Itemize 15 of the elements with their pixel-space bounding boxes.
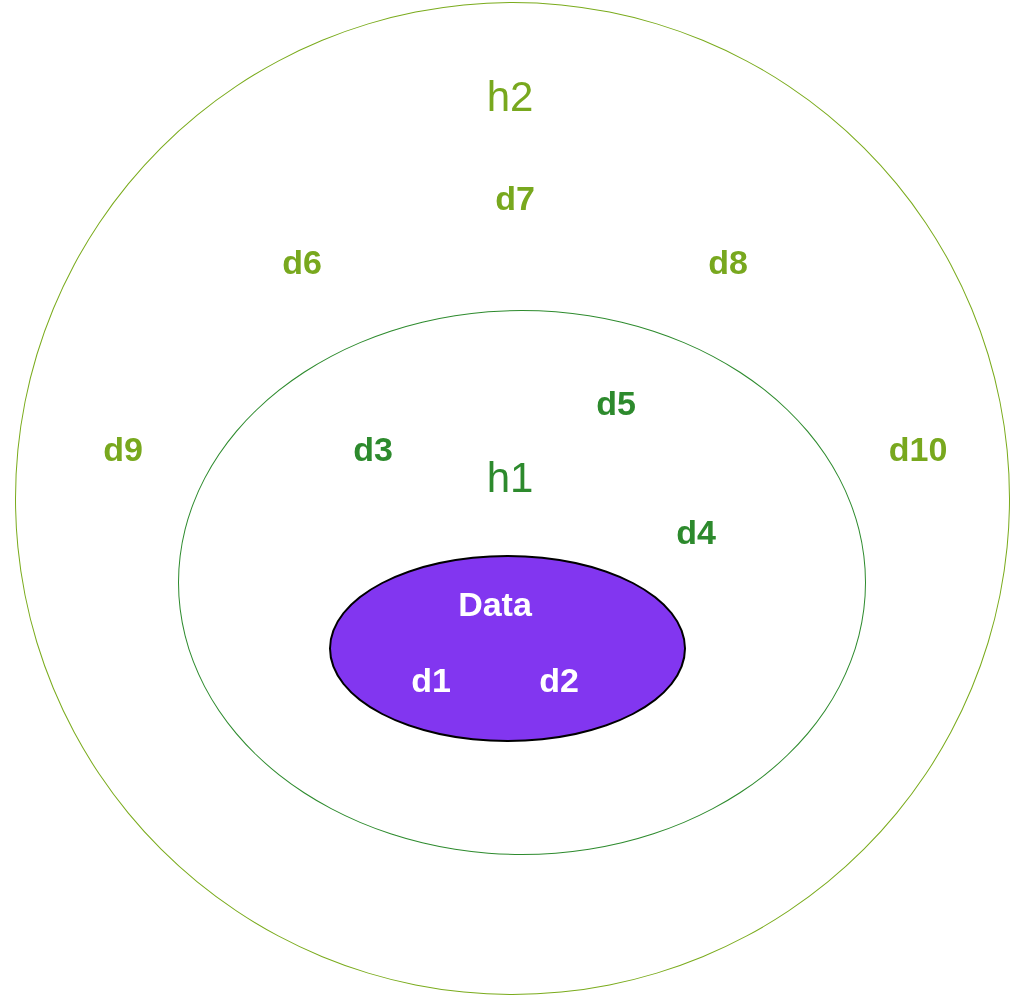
- data-label: d5: [596, 386, 636, 420]
- layer-title: h1: [486, 457, 534, 499]
- data-label: Data: [458, 587, 532, 621]
- layer-title: h2: [486, 76, 534, 118]
- outer-ellipse: [15, 2, 1010, 995]
- data-label: d3: [353, 432, 393, 466]
- data-label: d8: [708, 245, 748, 279]
- data-label: d2: [539, 663, 579, 697]
- data-label: d7: [495, 181, 535, 215]
- data-label: d6: [282, 245, 322, 279]
- data-label: d10: [888, 432, 948, 466]
- inner-ellipse: [178, 310, 866, 855]
- data-label: d9: [103, 432, 143, 466]
- data-label: d1: [411, 663, 451, 697]
- data-label: d4: [676, 515, 716, 549]
